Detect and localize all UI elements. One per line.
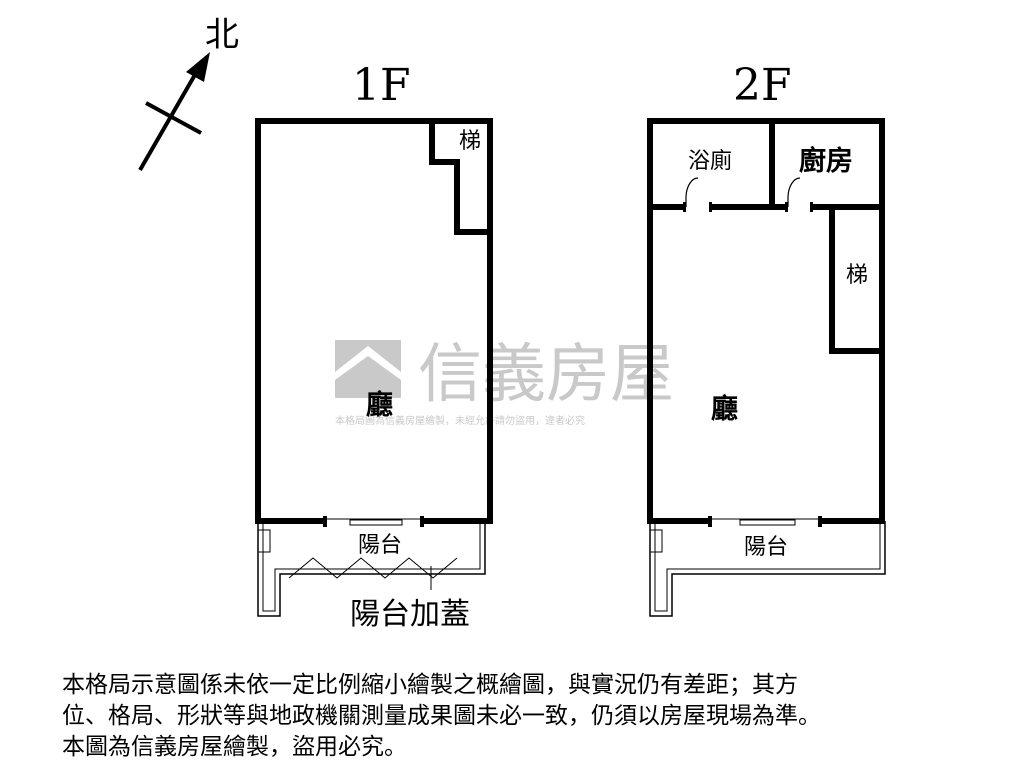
- balcony-cover-zigzag: [288, 557, 458, 579]
- floor2-balcony: [649, 521, 886, 617]
- floor1-sliding-door: [323, 516, 424, 527]
- floor1-balcony: [257, 521, 486, 617]
- floor2-sliding-door: [708, 516, 822, 527]
- floor2-kitchen-door: [785, 177, 813, 212]
- disclaimer: 本格局示意圖係未依一定比例縮小繪製之概繪圖，與實況仍有差距；其方 位、格局、形狀…: [62, 670, 982, 763]
- compass-crossbar: [145, 101, 202, 135]
- floor2-balcony-label: 陽台: [744, 535, 788, 560]
- floor1-balcony-cover-label: 陽台加蓋: [350, 597, 470, 632]
- floor2-bath-door: [683, 177, 712, 212]
- disclaimer-line-2: 位、格局、形狀等與地政機關測量成果圖未必一致，仍須以房屋現場為準。: [62, 703, 821, 729]
- floor2-outer-wall: [647, 118, 885, 521]
- watermark: 信義房屋 本格局圖為信義房屋繪製，未經允許請勿盜用，違者必究: [335, 338, 674, 427]
- floor2-title: 2F: [733, 60, 792, 111]
- floor2-hall-label: 廳: [711, 393, 738, 425]
- floor2-bath-label: 浴廁: [688, 149, 732, 174]
- watermark-notice: 本格局圖為信義房屋繪製，未經允許請勿盜用，違者必究: [335, 414, 585, 427]
- compass: 北: [138, 15, 239, 171]
- floor2-kitchen-label: 廚房: [799, 145, 853, 177]
- north-arrowhead-icon: [186, 52, 210, 82]
- floor2-plan: 2F 浴廁 廚房 梯 廳: [647, 60, 886, 617]
- floor1-plan: 1F 梯 廳 陽台 陽台加蓋: [255, 60, 493, 632]
- watermark-brand: 信義房屋: [418, 338, 674, 412]
- floor1-outer-wall: [255, 118, 493, 521]
- disclaimer-line-1: 本格局示意圖係未依一定比例縮小繪製之概繪圖，與實況仍有差距；其方: [62, 672, 798, 698]
- floor1-stair-wall: [429, 121, 490, 235]
- floor1-balcony-label: 陽台: [358, 533, 402, 558]
- disclaimer-line-3: 本圖為信義房屋繪製，盜用必究。: [62, 734, 407, 760]
- watermark-logo-icon: [335, 340, 401, 398]
- floor2-stair-wall: [829, 204, 882, 354]
- floor1-hall-label: 廳: [366, 389, 393, 421]
- floor2-stair-label: 梯: [846, 263, 868, 288]
- floor1-title: 1F: [352, 60, 411, 111]
- north-label: 北: [205, 15, 239, 55]
- floor1-stair-label: 梯: [459, 129, 481, 154]
